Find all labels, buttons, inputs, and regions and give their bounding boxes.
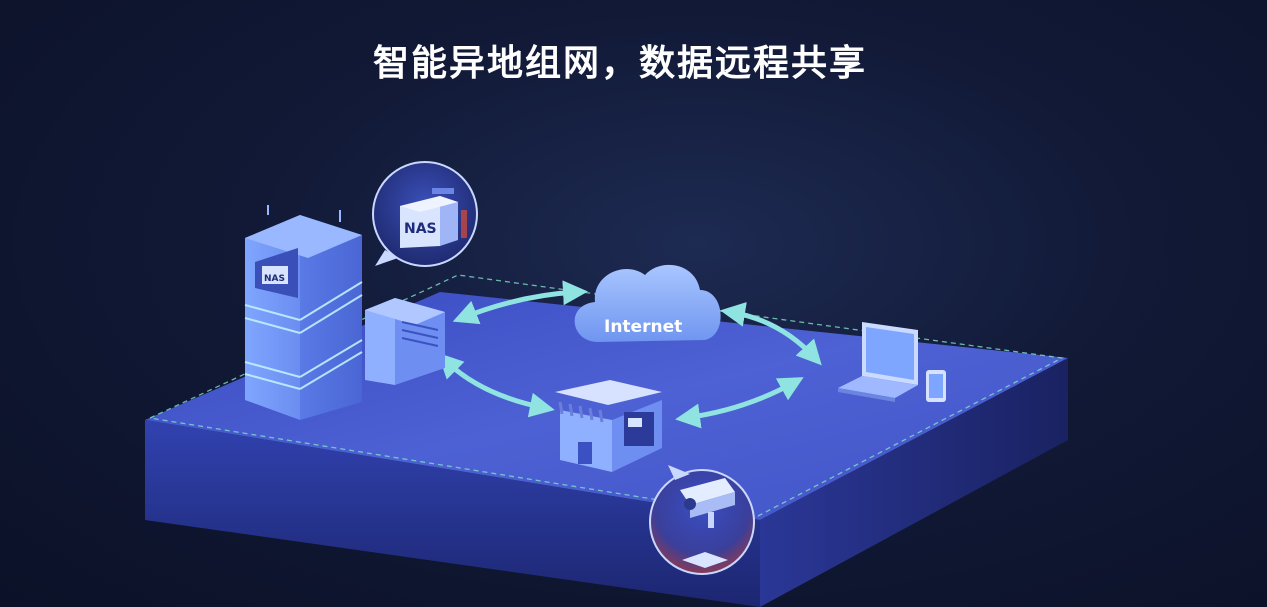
arrow-building-cloud — [452, 280, 588, 325]
building-nas-label: NAS — [264, 274, 285, 284]
storefront-icon — [555, 380, 662, 472]
arrow-cloud-laptop — [720, 302, 822, 366]
nas-server-icon: NAS — [372, 161, 478, 267]
warehouse-icon — [365, 298, 445, 385]
building-icon: NAS — [244, 205, 363, 420]
arrow-building-shop — [437, 352, 555, 418]
smartphone-icon — [926, 370, 946, 402]
arrow-shop-laptop — [675, 377, 804, 429]
cloud-label: Internet — [604, 317, 682, 337]
laptop-icon — [838, 322, 918, 402]
connection-arrows — [437, 280, 822, 429]
nas-label: NAS — [404, 221, 437, 237]
cloud-icon: Internet — [574, 264, 721, 342]
page-title: 智能异地组网，数据远程共享 — [372, 43, 867, 84]
building-nas-box — [262, 266, 288, 284]
security-camera-icon — [649, 465, 755, 575]
